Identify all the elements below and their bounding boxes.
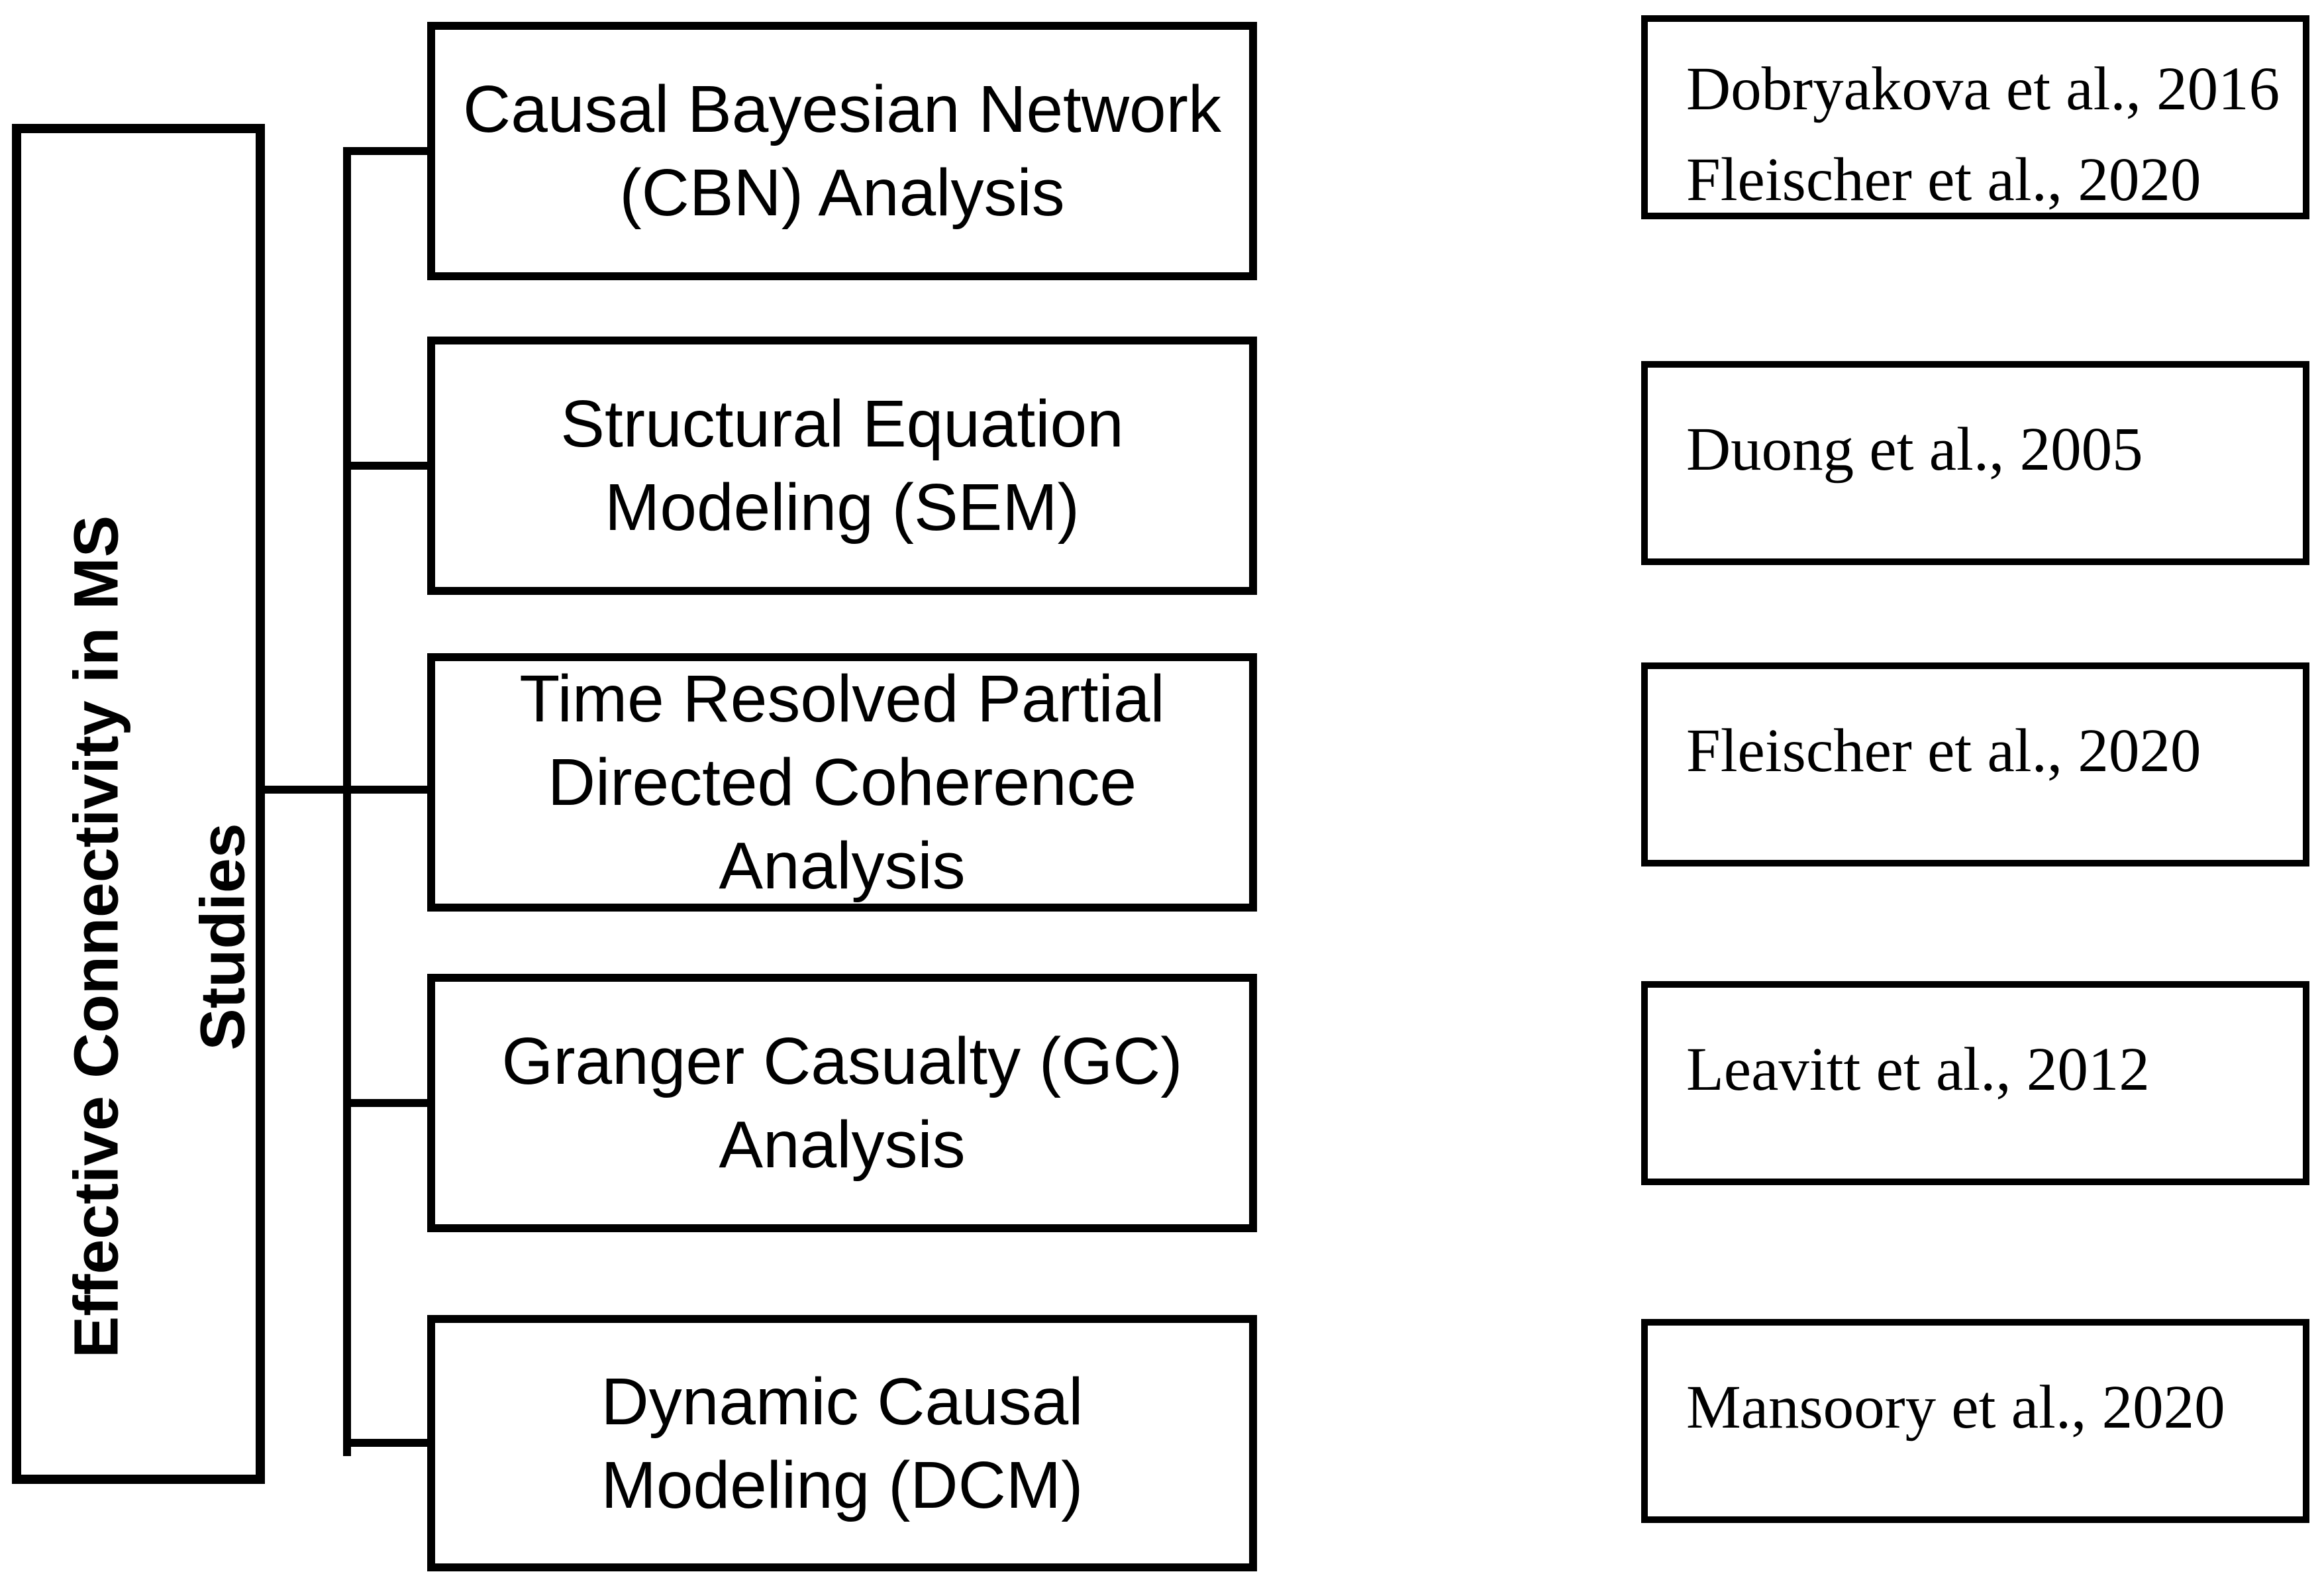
root-box: Effective Connectivity in MS Studies	[12, 124, 265, 1484]
method-box-sem: Structural Equation Modeling (SEM)	[427, 337, 1257, 595]
citation-line: Duong et al., 2005	[1686, 415, 2143, 484]
method-box-dcm: Dynamic Causal Modeling (DCM)	[427, 1315, 1257, 1571]
citation-line: Fleischer et al., 2020	[1686, 146, 2201, 214]
root-label-line-1: Effective Connectivity in MS	[61, 515, 132, 1359]
root-label-line-2: Studies	[187, 823, 258, 1051]
citation-box-cbn: Dobryakova et al., 2016 Fleischer et al.…	[1641, 15, 2309, 219]
method-box-gc: Granger Casualty (GC) Analysis	[427, 974, 1257, 1232]
method-label-trpdc: Time Resolved Partial Directed Coherence…	[519, 662, 1165, 903]
method-label-dcm: Dynamic Causal Modeling (DCM)	[601, 1364, 1084, 1522]
tree-branch-line-2	[351, 462, 427, 470]
method-box-cbn: Causal Bayesian Network (CBN) Analysis	[427, 22, 1257, 280]
citation-line: Fleischer et al., 2020	[1686, 717, 2201, 785]
tree-trunk-line	[343, 147, 351, 1456]
root-connector-line	[265, 786, 427, 794]
citation-box-dcm: Mansoory et al., 2020	[1641, 1319, 2309, 1523]
root-label: Effective Connectivity in MS Studies	[34, 257, 287, 1576]
citation-box-gc: Leavitt et al., 2012	[1641, 981, 2309, 1185]
citation-line: Mansoory et al., 2020	[1686, 1373, 2225, 1442]
citation-line: Leavitt et al., 2012	[1686, 1035, 2150, 1104]
method-label-sem: Structural Equation Modeling (SEM)	[560, 387, 1124, 545]
method-label-gc: Granger Casualty (GC) Analysis	[501, 1024, 1183, 1182]
citation-line: Dobryakova et al., 2016	[1686, 55, 2280, 123]
tree-branch-line-4	[351, 1099, 427, 1107]
citation-box-sem: Duong et al., 2005	[1641, 361, 2309, 565]
method-box-trpdc: Time Resolved Partial Directed Coherence…	[427, 653, 1257, 912]
method-label-cbn: Causal Bayesian Network (CBN) Analysis	[463, 72, 1221, 230]
tree-branch-line-5	[351, 1439, 427, 1447]
tree-branch-line-1	[351, 147, 427, 155]
citation-box-trpdc: Fleischer et al., 2020	[1641, 662, 2309, 867]
